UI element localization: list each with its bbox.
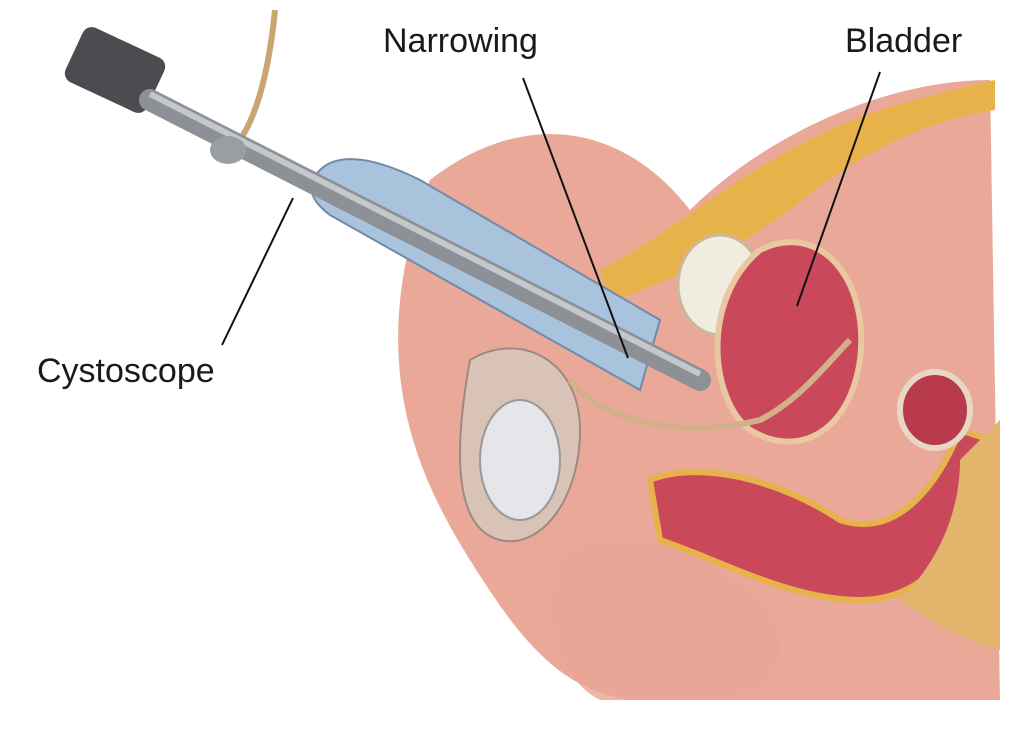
label-bladder: Bladder (845, 22, 962, 60)
testis (479, 399, 561, 521)
label-cystoscope: Cystoscope (37, 352, 215, 390)
label-narrowing: Narrowing (383, 22, 538, 60)
bladder-leader (796, 71, 881, 307)
buttock (552, 539, 780, 700)
urethra-tube (567, 337, 853, 431)
colon-section (897, 369, 973, 451)
bladder (714, 239, 865, 445)
cystoscope-leader (221, 197, 294, 346)
cystoscope-instrument (64, 9, 711, 391)
sacrum (900, 420, 1000, 650)
narrowing-leader (522, 77, 629, 359)
